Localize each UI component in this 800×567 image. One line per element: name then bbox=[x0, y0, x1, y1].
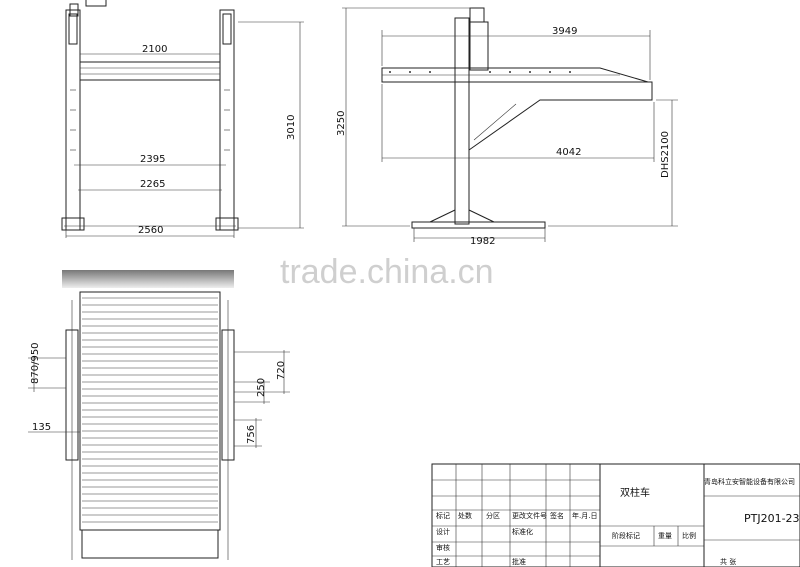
tb-label-design: 设计 bbox=[436, 527, 450, 536]
plan-dim-720: 720 bbox=[276, 361, 287, 380]
title-drawing-number: PTJ201-23 bbox=[744, 512, 800, 525]
plan-top-bar bbox=[62, 270, 234, 288]
front-right-column bbox=[219, 9, 235, 231]
watermark: trade.china.cn bbox=[280, 253, 494, 291]
tb-label-weight: 重量 bbox=[658, 532, 672, 540]
plan-platform-slats bbox=[82, 297, 218, 523]
side-dim-4042: 4042 bbox=[556, 147, 581, 158]
tb-label-standard: 标准化 bbox=[512, 527, 533, 536]
title-company: 青岛科立安智能设备有限公司 bbox=[704, 477, 795, 486]
tb-label-mark: 标记 bbox=[436, 511, 450, 520]
tb-label-review: 审核 bbox=[436, 543, 450, 552]
plan-dim-870-950: 870/950 bbox=[30, 342, 41, 384]
title-block: 青岛科立安智能设备有限公司 双柱车 PTJ201-23 标记 处数 分区 更改文… bbox=[431, 463, 800, 567]
tb-label-approve: 批准 bbox=[512, 557, 526, 566]
plan-dim-135: 135 bbox=[32, 422, 51, 433]
front-dim-2100: 2100 bbox=[142, 44, 167, 55]
side-dim-1982: 1982 bbox=[470, 236, 495, 247]
side-dim-dhs2100: DHS2100 bbox=[660, 131, 671, 178]
plan-dim-756: 756 bbox=[246, 425, 257, 444]
front-dim-2395: 2395 bbox=[140, 154, 165, 165]
tb-label-count: 处数 bbox=[458, 511, 472, 520]
tb-sheet-count: 共 张 bbox=[720, 557, 736, 566]
side-arm bbox=[468, 81, 653, 151]
side-view: 3949 4042 3250 DHS2100 1982 bbox=[336, 7, 678, 247]
side-base bbox=[411, 221, 546, 229]
side-platform-ribs bbox=[389, 71, 571, 73]
front-dim-2560: 2560 bbox=[138, 225, 163, 236]
title-product: 双柱车 bbox=[620, 486, 650, 499]
tb-label-process: 工艺 bbox=[436, 558, 450, 566]
side-dim-3250: 3250 bbox=[336, 111, 347, 136]
front-dim-3010: 3010 bbox=[286, 115, 297, 140]
front-view: 2100 2395 2265 2560 3010 bbox=[61, 3, 304, 238]
plan-dim-250: 250 bbox=[256, 378, 267, 397]
side-dim-3949: 3949 bbox=[552, 26, 577, 37]
side-column bbox=[454, 17, 470, 225]
tb-label-sign: 签名 bbox=[550, 511, 564, 520]
front-dim-2265: 2265 bbox=[140, 179, 165, 190]
front-left-column bbox=[65, 9, 81, 231]
sheet-frame-corner bbox=[85, 0, 107, 7]
tb-label-zone: 分区 bbox=[486, 511, 500, 520]
tb-label-scale: 比例 bbox=[682, 531, 696, 540]
front-upper-platform bbox=[79, 61, 221, 81]
tb-label-date: 年.月.日 bbox=[572, 511, 597, 520]
plan-view: 870/950 135 720 250 756 bbox=[28, 270, 290, 560]
tb-label-stage: 阶段标记 bbox=[612, 531, 640, 540]
tb-label-change-doc: 更改文件号 bbox=[512, 511, 547, 520]
